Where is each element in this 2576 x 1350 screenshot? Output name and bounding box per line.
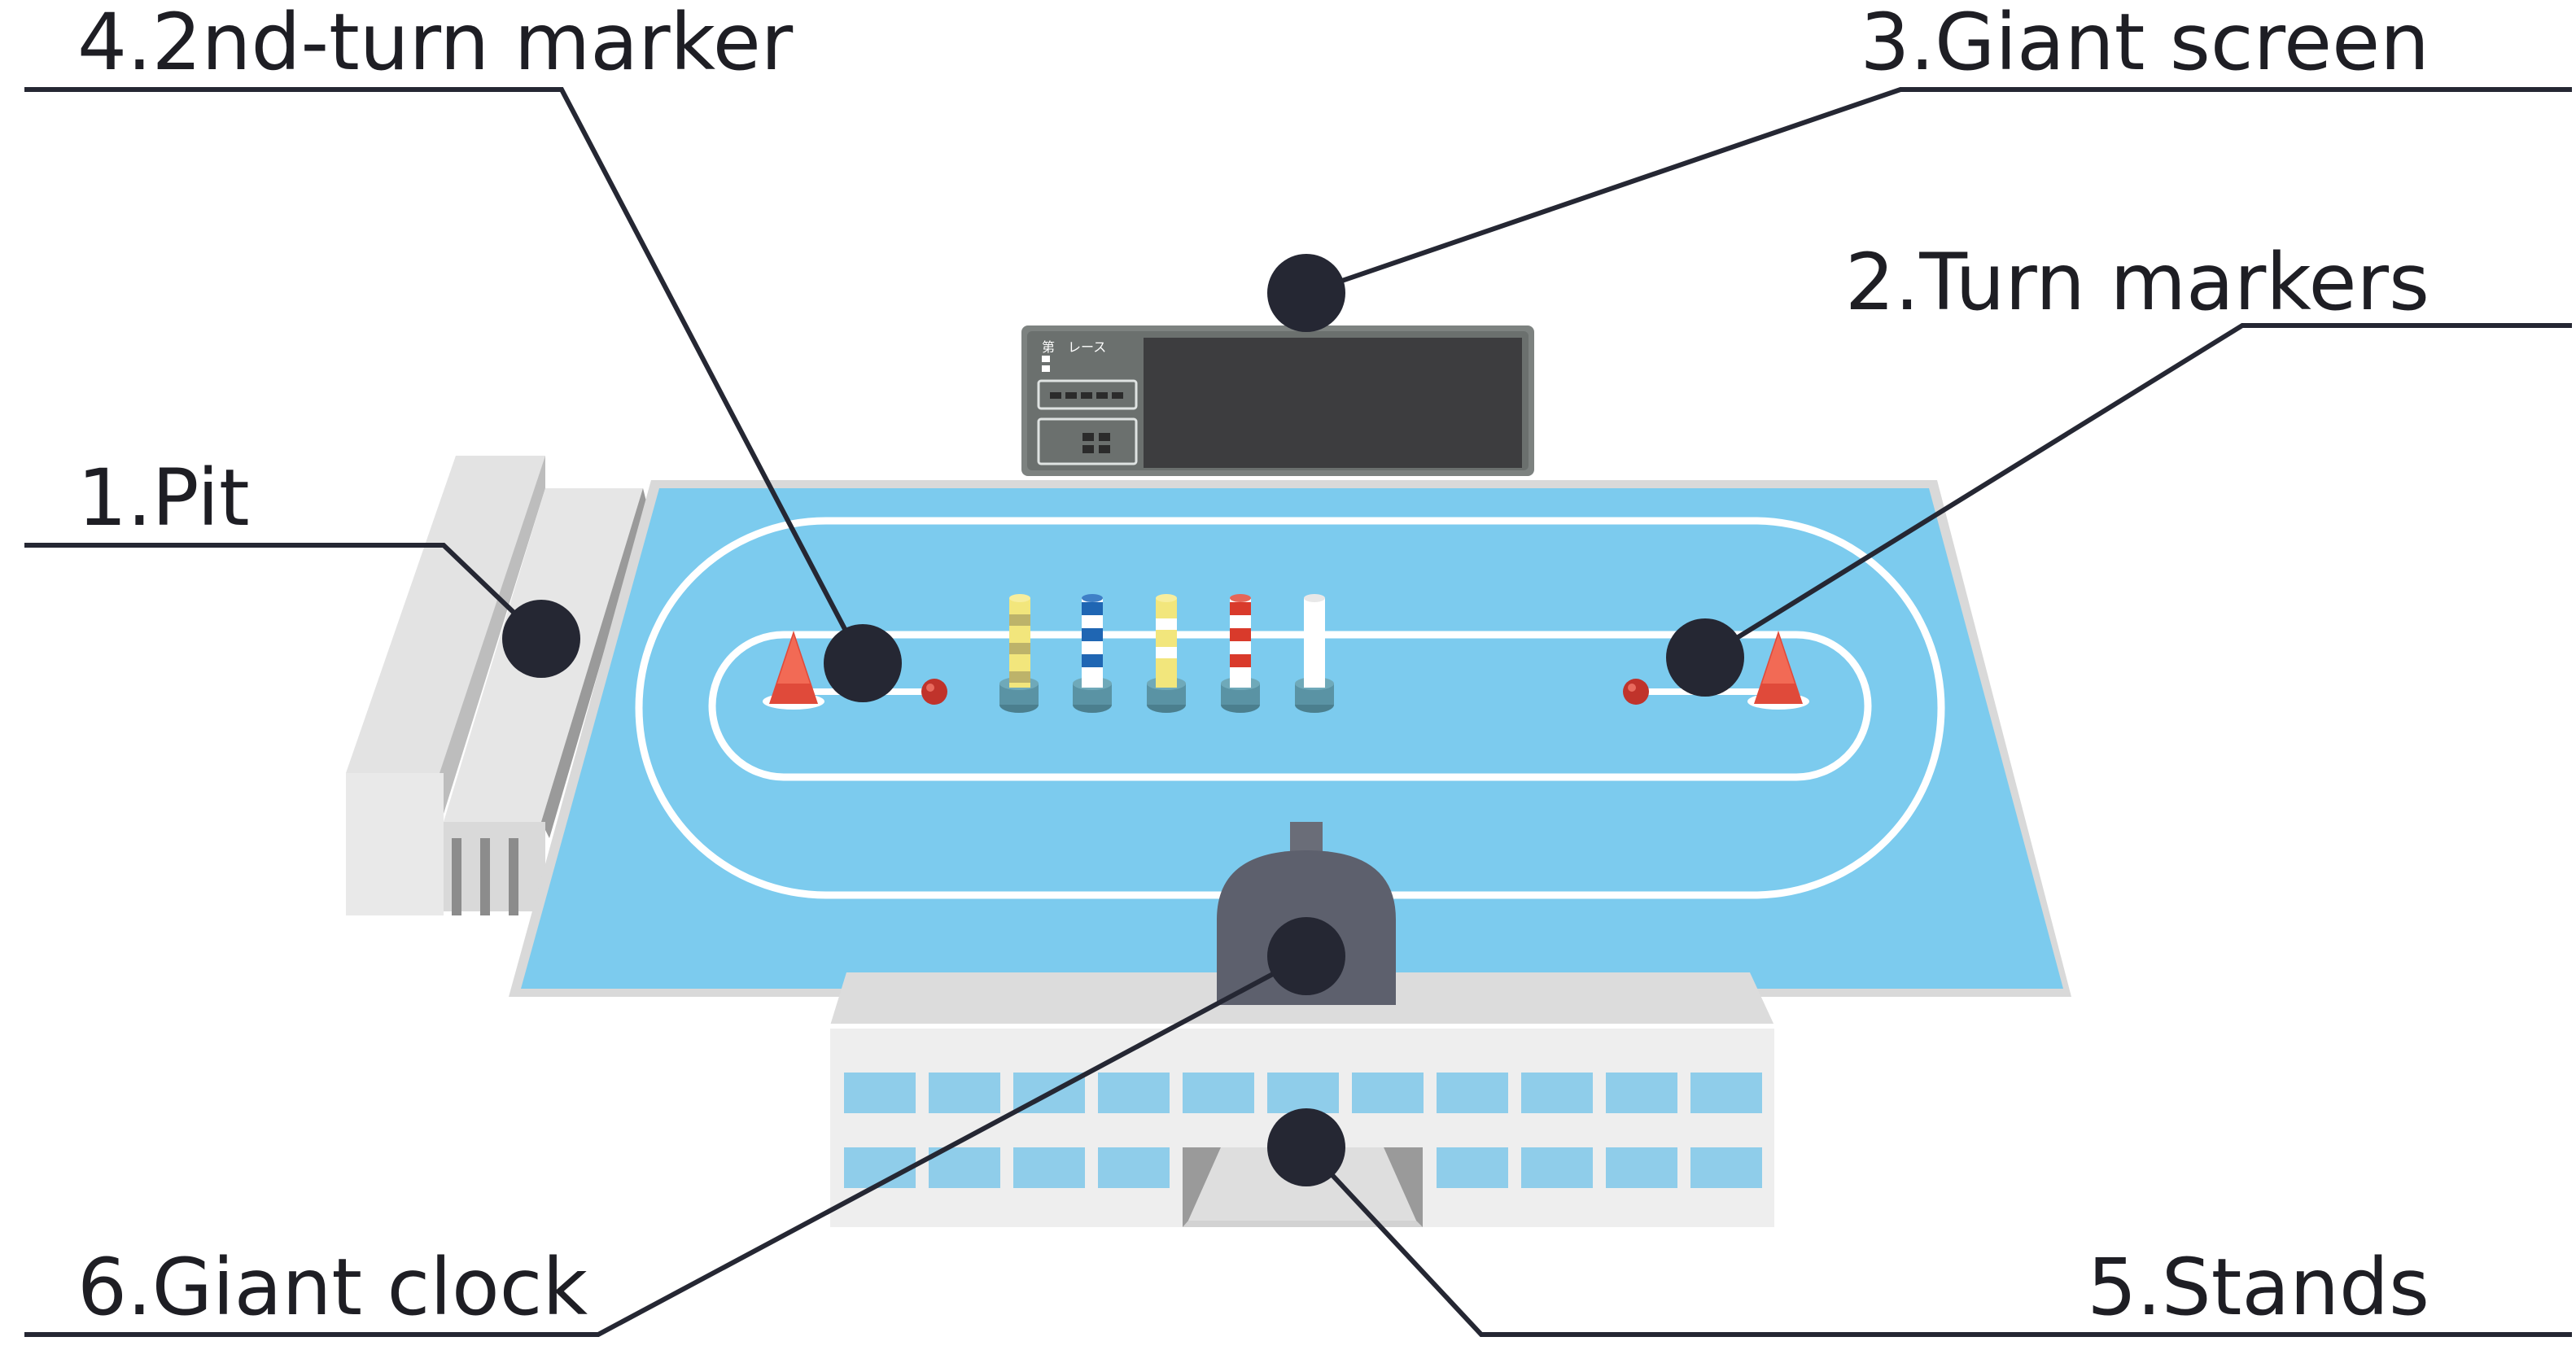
giant-screen-leader-line (1305, 87, 2572, 295)
second-turn-marker-dot (824, 624, 902, 702)
turn-markers-leader-line (1703, 323, 2572, 660)
stands-building (830, 972, 1774, 1227)
label-stands: 5.Stands (2087, 1242, 2429, 1333)
giant-screen: 第 レース (1021, 325, 1534, 476)
blue-pole (1073, 594, 1112, 713)
label-turn-markers: 2.Turn markers (1845, 237, 2429, 328)
pit-leader-line (24, 543, 544, 641)
inner-lane-line (708, 631, 1872, 781)
second-turn-marker-leader-line (24, 87, 865, 665)
label-pit: 1.Pit (77, 452, 250, 544)
red-pole (1221, 594, 1260, 713)
right-turn-marker (1623, 631, 1809, 710)
stands-dot (1267, 1108, 1345, 1186)
turn-markers-dot (1666, 618, 1744, 697)
callout-dots (502, 254, 1744, 1186)
course-poles (999, 594, 1334, 713)
callout-labels: 4.2nd-turn marker 3.Giant screen 2.Turn … (77, 0, 2429, 1333)
label-second-turn-marker: 4.2nd-turn marker (77, 0, 794, 88)
giant-clock-dot (1267, 917, 1345, 995)
screen-race-label: 第 レース (1042, 339, 1106, 355)
giant-clock-leader-line (24, 954, 1308, 1337)
left-turn-marker (763, 631, 947, 710)
label-giant-clock: 6.Giant clock (77, 1242, 588, 1333)
stands-windows-bottom (844, 1147, 1762, 1188)
yellow-pole (999, 594, 1039, 713)
yellow-pole-2 (1147, 594, 1186, 713)
stands-leader-line (1304, 1145, 2572, 1337)
callout-lines (24, 87, 2572, 1337)
stands-windows-top (844, 1073, 1762, 1113)
label-giant-screen: 3.Giant screen (1860, 0, 2429, 88)
pit-dot (502, 600, 580, 678)
white-pole (1295, 594, 1334, 713)
giant-screen-dot (1267, 254, 1345, 332)
